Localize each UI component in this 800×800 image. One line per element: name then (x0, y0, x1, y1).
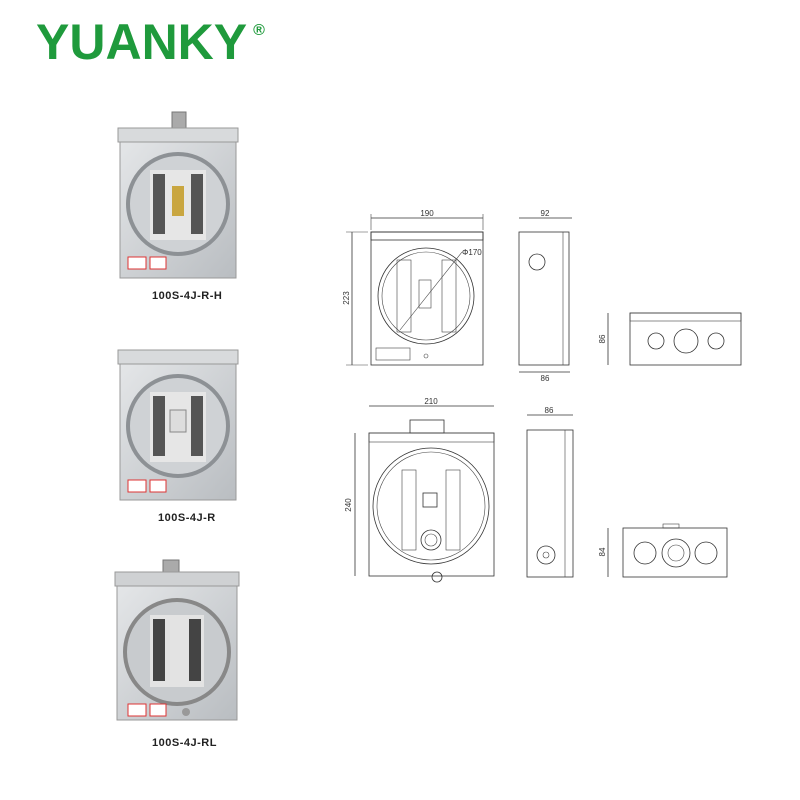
registered-mark: ® (253, 22, 265, 39)
product-photo-100S-4J-RL (114, 559, 240, 721)
brand: YUANKY ® (36, 14, 265, 70)
drawing-front-view-2 (354, 405, 495, 583)
dim-width-210: 210 (424, 397, 438, 406)
drawing-front-view-1 (346, 214, 484, 366)
dim-width-190: 190 (420, 209, 434, 218)
dim-depth-86-row2: 86 (545, 406, 554, 415)
product-photo-100S-4J-R (117, 349, 239, 501)
dim-depth-92: 92 (541, 209, 550, 218)
product-label-1: 100S-4J-R-H (152, 290, 223, 302)
dim-height-240: 240 (344, 498, 353, 512)
product-label-2: 100S-4J-R (158, 512, 216, 524)
dim-diameter-170: Φ170 (462, 248, 482, 257)
drawing-side-view-2 (526, 414, 574, 578)
dim-height-86: 86 (598, 334, 607, 343)
dim-height-223: 223 (342, 291, 351, 305)
brand-logo: YUANKY (36, 14, 248, 70)
drawing-bottom-view-1 (607, 312, 742, 366)
dim-height-84: 84 (598, 547, 607, 556)
product-photo-100S-4J-R-H (117, 111, 239, 279)
product-label-3: 100S-4J-RL (152, 737, 217, 749)
dim-depth-86: 86 (541, 374, 550, 383)
drawing-bottom-view-2 (607, 523, 728, 578)
drawing-side-view-1 (518, 217, 572, 373)
